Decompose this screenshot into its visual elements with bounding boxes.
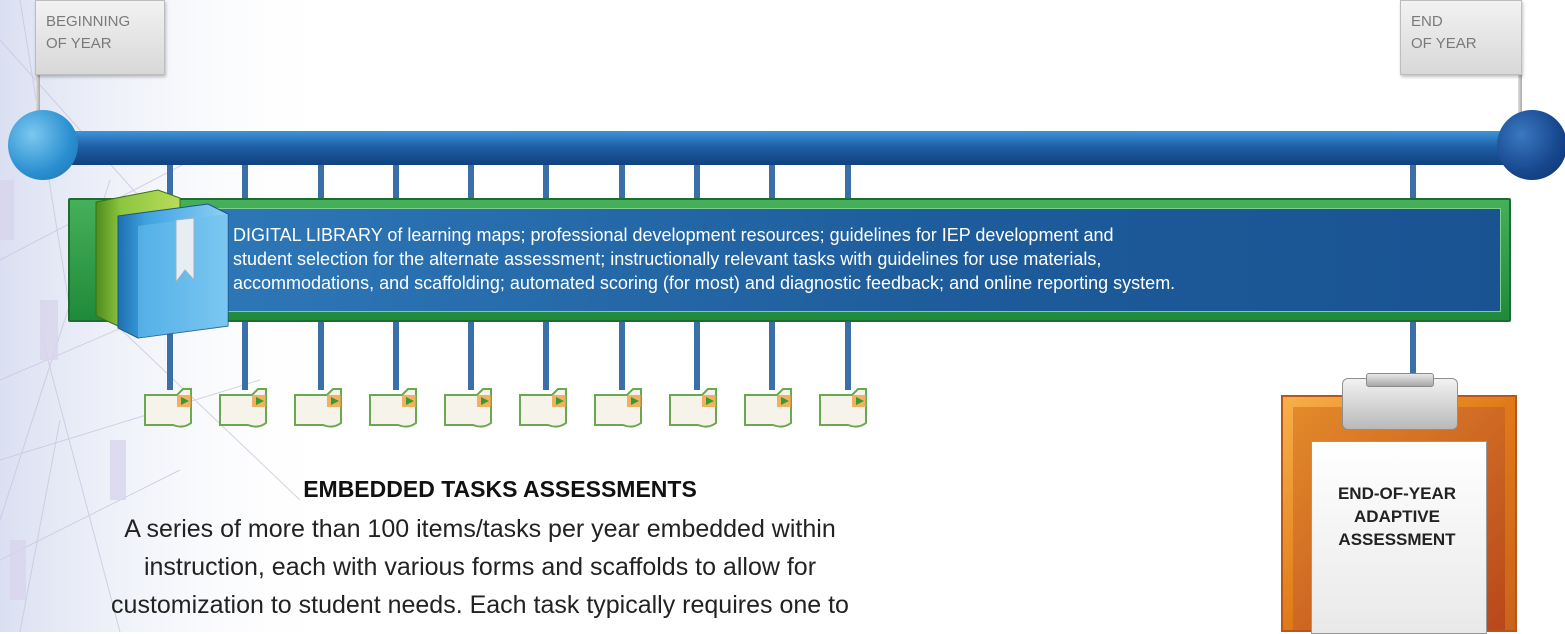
task-folder-icon: [819, 388, 867, 428]
digital-library-line-1: DIGITAL LIBRARY of learning maps; profes…: [233, 225, 1114, 245]
connector-upper: [393, 160, 399, 200]
task-folder-icon: [144, 388, 192, 428]
task-folder-icon: [219, 388, 267, 428]
eoy-line-1: END-OF-YEAR: [1337, 484, 1457, 503]
end-of-year-assessment-label: END-OF-YEAR ADAPTIVE ASSESSMENT: [1309, 482, 1485, 551]
connector-lower: [619, 320, 625, 390]
embedded-desc-line-1: A series of more than 100 items/tasks pe…: [124, 515, 836, 543]
clipboard-clip-top: [1366, 373, 1434, 387]
books-icon: [95, 189, 229, 339]
connector-upper: [167, 160, 173, 200]
timeline-start-node: [8, 110, 78, 180]
digital-library-banner: DIGITAL LIBRARY of learning maps; profes…: [68, 198, 1511, 322]
eoy-line-3: ASSESSMENT: [1338, 530, 1456, 549]
connector-lower: [167, 320, 173, 390]
digital-library-line-3: accommodations, and scaffolding; automat…: [233, 273, 1176, 293]
connector-upper: [242, 160, 248, 200]
connector-lower: [242, 320, 248, 390]
end-flag-pole: [1518, 70, 1522, 130]
digital-library-line-2: student selection for the alternate asse…: [233, 249, 1102, 269]
connector-lower: [769, 320, 775, 390]
timeline-bar: [35, 131, 1535, 165]
connector-lower: [543, 320, 549, 390]
task-folder-icon: [444, 388, 492, 428]
beginning-of-year-flag: BEGINNING OF YEAR: [35, 0, 165, 75]
task-folder-icon: [744, 388, 792, 428]
task-folder-icon: [669, 388, 717, 428]
embedded-tasks-description: A series of more than 100 items/tasks pe…: [0, 510, 960, 624]
task-folder-icon: [594, 388, 642, 428]
eoy-line-2: ADAPTIVE: [1354, 507, 1440, 526]
clipboard-paper: [1311, 441, 1487, 634]
connector-upper: [769, 160, 775, 200]
embedded-tasks-title: EMBEDDED TASKS ASSESSMENTS: [303, 476, 697, 502]
end-of-year-flag: END OF YEAR: [1400, 0, 1522, 75]
connector-lower: [1410, 320, 1416, 380]
connector-upper: [468, 160, 474, 200]
connector-upper: [543, 160, 549, 200]
connector-lower: [393, 320, 399, 390]
timeline-end-node: [1497, 110, 1565, 180]
begin-flag-line-2: OF YEAR: [46, 35, 112, 52]
end-flag-line-1: END: [1411, 13, 1443, 30]
task-folder-icon: [519, 388, 567, 428]
connector-lower: [845, 320, 851, 390]
connector-lower: [318, 320, 324, 390]
clipboard-icon: [1281, 395, 1517, 634]
begin-flag-pole: [36, 70, 40, 130]
connector-upper: [845, 160, 851, 200]
connector-upper: [318, 160, 324, 200]
connector-lower: [468, 320, 474, 390]
digital-library-text-panel: DIGITAL LIBRARY of learning maps; profes…: [190, 208, 1501, 312]
task-folder-icon: [369, 388, 417, 428]
embedded-desc-line-2: instruction, each with various forms and…: [143, 553, 817, 581]
connector-upper: [1410, 160, 1416, 200]
connector-upper: [694, 160, 700, 200]
task-folder-icon: [294, 388, 342, 428]
connector-lower: [694, 320, 700, 390]
embedded-desc-line-3: customization to student needs. Each tas…: [111, 591, 849, 619]
end-flag-line-2: OF YEAR: [1411, 35, 1477, 52]
connector-upper: [619, 160, 625, 200]
begin-flag-line-1: BEGINNING: [46, 13, 131, 30]
